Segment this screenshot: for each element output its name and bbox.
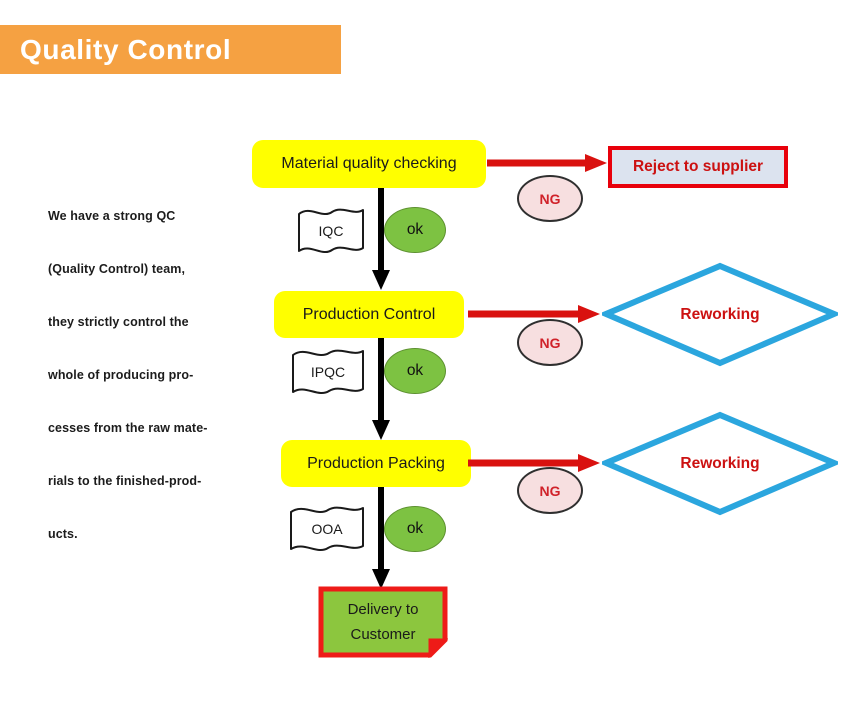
final-node-delivery-to-customer[interactable]: Delivery to Customer [318,586,448,658]
fail-marker-ng-3: NG [517,467,583,514]
pass-marker-ok-2: ok [384,348,446,394]
flow-arrow-down-1 [370,188,392,290]
description-line: they strictly control the [48,315,189,329]
process-node-label: Production Control [302,305,436,323]
fail-marker-ng-2: NG [517,319,583,366]
fail-marker-ng-1: NG [517,175,583,222]
fail-arrow-right-3 [468,452,600,474]
description-line: cesses from the raw mate- [48,421,208,435]
fail-arrow-right-2 [468,303,600,325]
flow-arrow-down-2 [370,338,392,440]
inspection-flag-ipqc: IPQC [290,348,366,396]
outcome-node-reworking-2[interactable]: Reworking [602,411,838,516]
outcome-node-reworking-1[interactable]: Reworking [602,262,838,367]
fail-marker-label: NG [539,482,561,499]
description-block: We have a strong QC (Quality Control) te… [48,190,248,561]
description-line: We have a strong QC [48,209,176,223]
process-node-production-control[interactable]: Production Control [274,291,464,338]
pass-marker-label: ok [406,520,424,537]
process-node-label: Production Packing [307,454,445,472]
fail-marker-label: NG [539,190,561,207]
inspection-flag-ooa: OOA [288,505,366,553]
process-node-material-quality-checking[interactable]: Material quality checking [252,140,486,188]
outcome-node-reject-to-supplier[interactable]: Reject to supplier [608,146,788,188]
process-node-production-packing[interactable]: Production Packing [281,440,471,487]
process-node-label: Material quality checking [281,155,457,172]
pass-marker-label: ok [406,221,424,238]
inspection-flag-iqc: IQC [296,207,366,255]
fail-arrow-right-1 [487,152,607,174]
description-line: (Quality Control) team, [48,262,186,276]
pass-marker-label: ok [406,362,424,379]
description-line: ucts. [48,527,78,541]
flow-arrow-down-3 [370,487,392,589]
outcome-node-label: Reject to supplier [632,158,764,175]
fail-marker-label: NG [539,334,561,351]
header-banner [0,25,341,74]
pass-marker-ok-1: ok [384,207,446,253]
pass-marker-ok-3: ok [384,506,446,552]
page-title: Quality Control [20,34,232,65]
description-line: whole of producing pro- [48,368,194,382]
description-line: rials to the finished-prod- [48,474,202,488]
